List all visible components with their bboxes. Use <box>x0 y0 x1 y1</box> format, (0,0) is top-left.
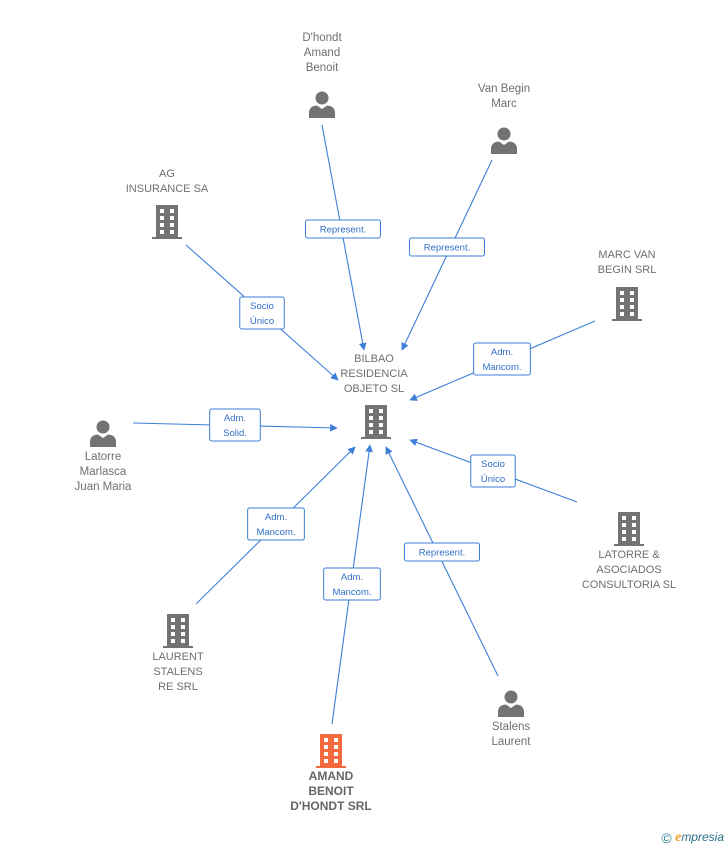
latorre-marlasca-juan-maria-person-icon[interactable] <box>90 420 116 448</box>
relation-badge-van-begin-marc-text-line: Represent. <box>424 243 470 254</box>
relation-badge-laurent-stalens-re-srl[interactable]: Adm. Mancom. <box>247 507 305 541</box>
laurent-stalens-re-srl-label-line: LAURENT <box>152 651 204 663</box>
relation-badge-stalens-laurent[interactable]: Represent. <box>404 542 480 562</box>
van-begin-marc-person-icon[interactable] <box>491 127 517 155</box>
relation-badge-amand-benoit-dhondt-srl-text-line: Adm. <box>341 572 363 583</box>
relation-badge-amand-benoit-dhondt-srl-text: Adm. Mancom. <box>332 572 371 598</box>
relation-badge-dhondt-amand-benoit-text: Represent. <box>320 225 366 236</box>
marc-van-begin-srl-label-line: BEGIN SRL <box>598 264 657 276</box>
ag-insurance-sa-label[interactable]: AG INSURANCE SA <box>126 168 209 195</box>
brand-name: mpresia <box>681 830 724 844</box>
center-company-label-line: OBJETO SL <box>344 383 404 395</box>
relation-badge-latorre-marlasca-juan-maria-text-line: Solid. <box>223 428 247 439</box>
relation-badge-marc-van-begin-srl-frame <box>473 342 531 376</box>
relation-badge-van-begin-marc[interactable]: Represent. <box>409 237 485 257</box>
relation-badge-ag-insurance-sa-text-line: Socio <box>250 301 274 312</box>
latorre-marlasca-juan-maria-label-line: Marlasca <box>80 466 127 478</box>
relation-badge-latorre-asociados-consultoria-sl-frame <box>470 454 516 488</box>
stalens-laurent-person-icon[interactable] <box>498 690 524 718</box>
ag-insurance-sa-label-line: AG <box>159 168 175 180</box>
relation-badge-dhondt-amand-benoit-frame <box>305 219 381 239</box>
marc-van-begin-srl-label[interactable]: MARC VAN BEGIN SRL <box>598 249 657 276</box>
laurent-stalens-re-srl-label[interactable]: LAURENT STALENS RE SRL <box>152 651 204 693</box>
van-begin-marc-label-line: Marc <box>491 98 517 110</box>
stalens-laurent-label-line: Laurent <box>491 736 531 748</box>
relation-badge-dhondt-amand-benoit[interactable]: Represent. <box>305 219 381 239</box>
relation-badge-latorre-marlasca-juan-maria-text-line: Adm. <box>224 413 246 424</box>
relation-badge-laurent-stalens-re-srl-text-line: Adm. <box>265 512 287 523</box>
relation-badge-latorre-asociados-consultoria-sl-text-line: Socio <box>481 459 505 470</box>
ag-insurance-sa-building-icon[interactable] <box>152 205 182 239</box>
center-company-label-line: BILBAO <box>354 353 394 365</box>
center-company-label[interactable]: BILBAO RESIDENCIA OBJETO SL <box>340 353 408 395</box>
latorre-marlasca-juan-maria-label-line: Juan Maria <box>75 481 132 493</box>
relation-badge-stalens-laurent-text-line: Represent. <box>419 548 465 559</box>
latorre-asociados-consultoria-sl-label-line: CONSULTORIA SL <box>582 579 676 591</box>
laurent-stalens-re-srl-label-line: STALENS <box>153 666 202 678</box>
dhondt-amand-benoit-label-line: Amand <box>304 47 340 59</box>
latorre-asociados-consultoria-sl-label[interactable]: LATORRE & ASOCIADOS CONSULTORIA SL <box>582 549 676 591</box>
relation-badge-amand-benoit-dhondt-srl-frame <box>323 567 381 601</box>
dhondt-amand-benoit-label-line: Benoit <box>306 62 339 74</box>
ag-insurance-sa-label-line: INSURANCE SA <box>126 183 209 195</box>
brand-footer[interactable]: © empresia <box>661 830 724 846</box>
center-company-label-line: RESIDENCIA <box>340 368 408 380</box>
dhondt-amand-benoit-person-icon[interactable] <box>309 91 335 119</box>
relation-badge-marc-van-begin-srl-text: Adm. Mancom. <box>482 347 521 373</box>
marc-van-begin-srl-label-line: MARC VAN <box>598 249 655 261</box>
amand-benoit-dhondt-srl-building-icon[interactable] <box>316 734 346 768</box>
relation-badge-latorre-marlasca-juan-maria-frame <box>209 408 261 442</box>
relation-badge-ag-insurance-sa-text-line: Único <box>250 316 274 327</box>
relation-badge-van-begin-marc-frame <box>409 237 485 257</box>
amand-benoit-dhondt-srl-label-line: BENOIT <box>308 784 354 798</box>
copyright-icon: © <box>661 829 672 846</box>
relation-badge-van-begin-marc-text: Represent. <box>424 243 470 254</box>
relation-badge-laurent-stalens-re-srl-text-line: Mancom. <box>256 527 295 538</box>
relation-badge-stalens-laurent-frame <box>404 542 480 562</box>
relation-badge-latorre-marlasca-juan-maria-text: Adm. Solid. <box>223 413 247 439</box>
relation-badge-marc-van-begin-srl-text-line: Mancom. <box>482 362 521 373</box>
relation-badge-latorre-marlasca-juan-maria[interactable]: Adm. Solid. <box>209 408 261 442</box>
amand-benoit-dhondt-srl-label-line: D'HONDT SRL <box>290 799 372 813</box>
laurent-stalens-re-srl-label-line: RE SRL <box>158 681 198 693</box>
dhondt-amand-benoit-label-line: D'hondt <box>302 32 342 44</box>
amand-benoit-dhondt-srl-label-line: AMAND <box>309 769 354 783</box>
relation-badge-stalens-laurent-text: Represent. <box>419 548 465 559</box>
edges-layer <box>132 124 596 725</box>
relation-badge-laurent-stalens-re-srl-frame <box>247 507 305 541</box>
relation-badge-marc-van-begin-srl[interactable]: Adm. Mancom. <box>473 342 531 376</box>
relation-badge-amand-benoit-dhondt-srl[interactable]: Adm. Mancom. <box>323 567 381 601</box>
relation-badge-dhondt-amand-benoit-text-line: Represent. <box>320 225 366 236</box>
laurent-stalens-re-srl-building-icon[interactable] <box>163 614 193 648</box>
latorre-marlasca-juan-maria-label-line: Latorre <box>85 451 121 463</box>
relation-badge-ag-insurance-sa-frame <box>239 296 285 330</box>
van-begin-marc-label-line: Van Begin <box>478 83 530 95</box>
relation-badge-marc-van-begin-srl-text-line: Adm. <box>491 347 513 358</box>
latorre-asociados-consultoria-sl-label-line: LATORRE & <box>598 549 660 561</box>
relation-badge-laurent-stalens-re-srl-text: Adm. Mancom. <box>256 512 295 538</box>
stalens-laurent-label-line: Stalens <box>492 721 531 733</box>
empresia-logo-icon: e <box>675 830 682 845</box>
center-building-icon[interactable] <box>361 405 391 439</box>
relation-badge-amand-benoit-dhondt-srl-text-line: Mancom. <box>332 587 371 598</box>
latorre-asociados-consultoria-sl-building-icon[interactable] <box>614 512 644 546</box>
relation-badge-latorre-asociados-consultoria-sl-text-line: Único <box>481 474 505 485</box>
latorre-asociados-consultoria-sl-label-line: ASOCIADOS <box>596 564 661 576</box>
marc-van-begin-srl-building-icon[interactable] <box>612 287 642 321</box>
